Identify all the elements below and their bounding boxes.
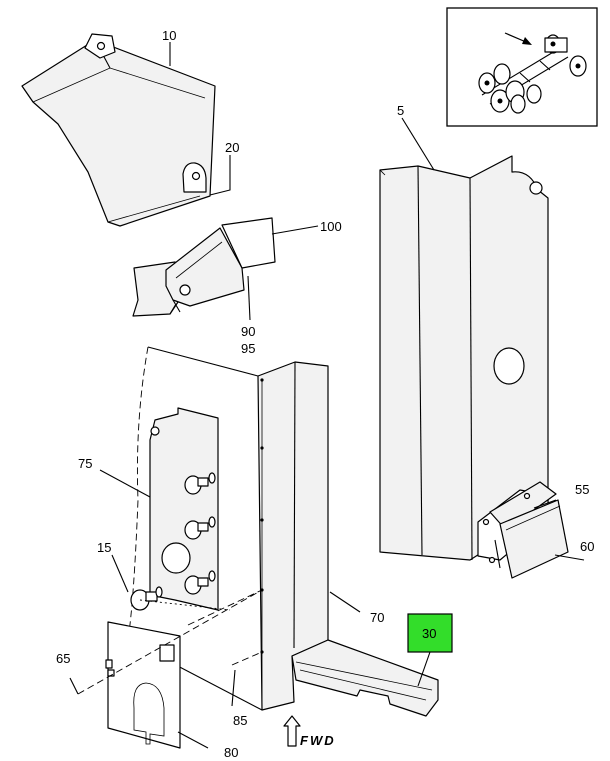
part-10-curved-panel [21, 33, 216, 227]
callout-65: 65 [56, 651, 70, 666]
callout-5: 5 [397, 103, 404, 118]
callout-90: 90 [241, 324, 255, 339]
knob-icon [184, 570, 216, 595]
part-55-bracket [477, 481, 569, 579]
callout-30: 30 [422, 626, 436, 641]
callout-85: 85 [233, 713, 247, 728]
callout-60: 60 [580, 539, 594, 554]
part-80-access-cover [105, 621, 181, 749]
fwd-label: FWD [300, 733, 336, 748]
callout-labels: 10 20 100 90 95 5 75 15 65 85 80 70 55 6… [56, 28, 594, 760]
truck-chassis-icon [478, 34, 587, 114]
part-30-rail [291, 639, 439, 717]
callout-80: 80 [224, 745, 238, 760]
knob-icon [184, 516, 216, 540]
part-75-switch-plate [149, 407, 219, 611]
knob-icon [184, 472, 216, 495]
callout-70: 70 [370, 610, 384, 625]
part-100-bracket [132, 217, 276, 317]
fwd-arrow-icon [283, 715, 301, 747]
callout-15: 15 [97, 540, 111, 555]
highlight-box [407, 613, 453, 653]
locator-arrow-icon [504, 32, 532, 45]
callout-20: 20 [225, 140, 239, 155]
fwd-indicator: FWD [283, 715, 336, 748]
callout-100: 100 [320, 219, 342, 234]
leader-lines [69, 42, 585, 749]
callout-75: 75 [78, 456, 92, 471]
callout-30-highlight[interactable]: 30 [407, 613, 453, 653]
callout-55: 55 [575, 482, 589, 497]
locator-inset [446, 7, 598, 127]
part-5-tall-post [379, 155, 549, 561]
callout-95: 95 [241, 341, 255, 356]
callout-10: 10 [162, 28, 176, 43]
part-15-knob [130, 586, 163, 611]
